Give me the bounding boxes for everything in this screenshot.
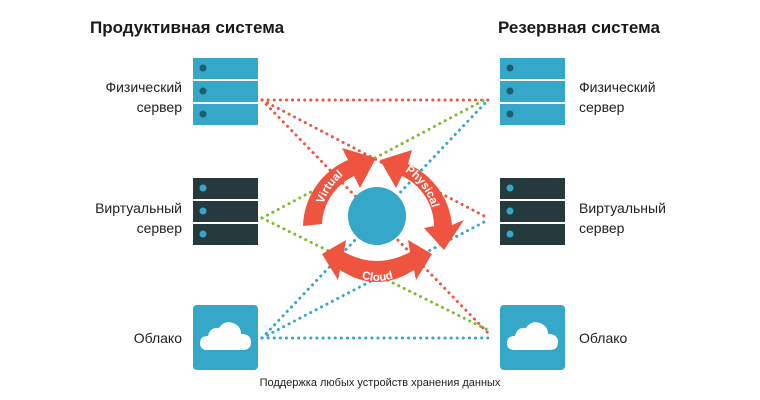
label-line: сервер — [579, 99, 625, 115]
backup-physical-server-label: Физический сервер — [579, 77, 656, 117]
label-line: сервер — [579, 220, 625, 236]
line-prod-virtual-to-backup-cloud — [260, 216, 490, 332]
production-physical-server-icon — [193, 58, 258, 125]
production-virtual-server-icon — [193, 178, 258, 245]
physical-arrow — [380, 150, 464, 250]
backup-virtual-server-icon — [500, 178, 565, 245]
production-virtual-server-label: Виртуальный сервер — [95, 198, 182, 238]
cloud-arrow-label-text: Cloud — [361, 270, 395, 284]
label-line: Физический — [105, 79, 182, 95]
diagram-caption: Поддержка любых устройств хранения данны… — [259, 377, 501, 389]
label-line: Виртуальный — [95, 200, 182, 216]
production-cloud-label: Облако — [134, 328, 182, 348]
backup-virtual-server-label: Виртуальный сервер — [579, 198, 666, 238]
virtual-arrow — [303, 148, 376, 226]
production-system-title: Продуктивная система — [90, 18, 285, 37]
label-line: Облако — [579, 330, 628, 346]
backup-physical-server-icon — [500, 58, 565, 125]
backup-cloud-icon — [500, 305, 565, 370]
production-cloud-icon — [193, 305, 258, 370]
line-prod-physical-to-backup-cloud — [260, 98, 490, 335]
cloud-arrow — [322, 240, 432, 282]
backup-system-title: Резервная система — [498, 18, 660, 37]
label-line: Физический — [579, 79, 656, 95]
label-line: сервер — [136, 99, 182, 115]
label-line: сервер — [136, 220, 182, 236]
label-line: Облако — [133, 330, 182, 346]
cloud-arrow-label: Cloud — [361, 270, 395, 284]
center-hub — [348, 187, 406, 245]
backup-cloud-label: Облако — [579, 328, 627, 348]
production-physical-server-label: Физический сервер — [105, 77, 182, 117]
label-line: Виртуальный — [579, 200, 666, 216]
